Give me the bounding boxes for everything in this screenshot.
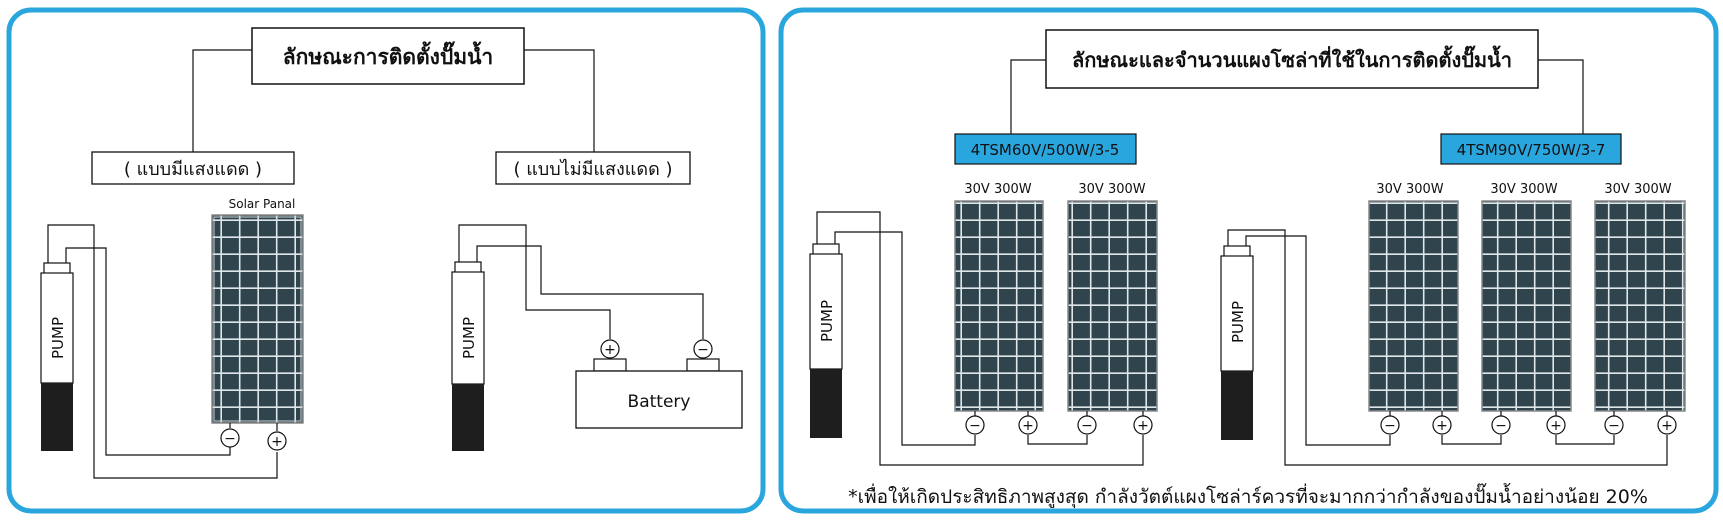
sun-terminal-plus <box>267 431 287 451</box>
a-term-minus-2-sign: − <box>1081 418 1093 434</box>
model-b-label: 4TSM90V/750W/3-7 <box>1457 141 1606 159</box>
b-term-plus-2 <box>1546 415 1566 435</box>
b-term-minus-3-sign: − <box>1608 418 1620 434</box>
sun-terminal-minus <box>220 428 240 448</box>
b-wire-outer <box>1227 229 1668 466</box>
sun-terminal-plus-sign: + <box>271 434 283 450</box>
model-a-label-box <box>954 133 1137 165</box>
b-panel2 <box>1481 200 1572 412</box>
b-term-plus-3-sign: + <box>1661 418 1673 434</box>
sun-wire-inner <box>65 247 231 456</box>
bat-pump-body <box>451 271 485 385</box>
right-tree-line-r <box>1538 59 1584 134</box>
bat-terminal-minus <box>693 339 713 359</box>
a-panel2-spec: 30V 300W <box>1078 182 1145 197</box>
b-series-link-2 <box>1555 435 1615 445</box>
b-term-minus-2-sign: − <box>1495 418 1507 434</box>
b-pump-cap <box>1223 245 1251 258</box>
b-panel3 <box>1594 200 1686 412</box>
left-title: ลักษณะการติดตั้งปั๊มน้ำ <box>283 41 493 69</box>
model-b-label-box <box>1440 133 1622 165</box>
left-tree-line-l <box>192 49 252 152</box>
sun-solar-panel-frame <box>213 216 302 422</box>
a-series-link <box>1027 435 1088 445</box>
sun-wire-outer <box>47 224 278 479</box>
bat-terminal-plus <box>600 339 620 359</box>
b-term-minus-3 <box>1604 415 1624 435</box>
battery-box <box>575 370 743 429</box>
a-pump-label: PUMP <box>818 300 836 342</box>
b-panel1-spec: 30V 300W <box>1376 182 1443 197</box>
a-term-minus-1-sign: − <box>969 418 981 434</box>
a-term-plus-1-sign: + <box>1022 418 1034 434</box>
sun-pump-label: PUMP <box>49 317 67 359</box>
b-panel1 <box>1368 200 1459 412</box>
sun-panel-caption: Solar Panal <box>229 197 296 211</box>
bat-wire-inner <box>476 245 704 339</box>
a-panel2 <box>1067 200 1158 412</box>
b-term-plus-1-sign: + <box>1436 418 1448 434</box>
a-wire-inner <box>834 231 976 446</box>
b-wire-inner <box>1245 235 1391 446</box>
bat-terminal-minus-sign: − <box>697 342 709 358</box>
a-term-plus-2 <box>1133 415 1153 435</box>
b-term-minus-1-sign: − <box>1384 418 1396 434</box>
battery-post-minus <box>686 358 720 372</box>
a-panel1-spec: 30V 300W <box>964 182 1031 197</box>
a-pump-body <box>809 253 843 370</box>
sun-pump-motor <box>41 383 73 451</box>
left-tree-line-r <box>524 49 595 152</box>
a-pump-cap <box>812 243 840 256</box>
a-pump-motor <box>810 369 842 438</box>
battery-label: Battery <box>628 392 691 412</box>
model-a-label: 4TSM60V/500W/3-5 <box>971 141 1120 159</box>
right-title-box <box>1045 29 1539 89</box>
nosun-label-box <box>495 151 691 185</box>
sun-terminal-minus-sign: − <box>224 431 236 447</box>
a-panel1 <box>954 200 1044 412</box>
bat-wire-outer <box>458 224 611 339</box>
a-term-minus-2 <box>1077 415 1097 435</box>
b-term-minus-1 <box>1380 415 1400 435</box>
b-term-minus-2 <box>1491 415 1511 435</box>
a-wire-outer <box>816 211 1144 466</box>
b-pump-label: PUMP <box>1229 301 1247 343</box>
sun-pump-cap <box>43 262 71 275</box>
battery-post-plus <box>593 358 627 372</box>
b-term-plus-2-sign: + <box>1550 418 1562 434</box>
bat-pump-motor <box>452 384 484 451</box>
nosun-label: ( แบบไม่มีแสงแดด ) <box>513 158 672 180</box>
b-term-plus-1 <box>1432 415 1452 435</box>
bat-terminal-plus-sign: + <box>604 342 616 358</box>
a-term-plus-1 <box>1018 415 1038 435</box>
sun-label-box <box>91 151 295 185</box>
b-series-link-1 <box>1441 435 1502 445</box>
b-pump-motor <box>1221 371 1253 440</box>
sun-label: ( แบบมีแสงแดด ) <box>124 159 262 180</box>
bat-pump-cap <box>454 261 482 274</box>
sun-pump-body <box>40 272 74 384</box>
left-frame <box>6 7 766 514</box>
left-title-box <box>251 27 525 85</box>
right-title: ลักษณะและจำนวนแผงโซล่าที่ใช้ในการติดตั้ง… <box>1072 45 1512 72</box>
b-term-plus-3 <box>1657 415 1677 435</box>
footnote: *เพื่อให้เกิดประสิทธิภาพสูงสุด กำลังวัตต… <box>848 483 1648 509</box>
b-panel3-spec: 30V 300W <box>1604 182 1671 197</box>
a-term-plus-2-sign: + <box>1137 418 1149 434</box>
right-tree-line-l <box>1010 59 1046 134</box>
bat-pump-label: PUMP <box>460 317 478 359</box>
sun-solar-panel <box>211 214 304 424</box>
a-term-minus-1 <box>965 415 985 435</box>
b-panel2-spec: 30V 300W <box>1490 182 1557 197</box>
